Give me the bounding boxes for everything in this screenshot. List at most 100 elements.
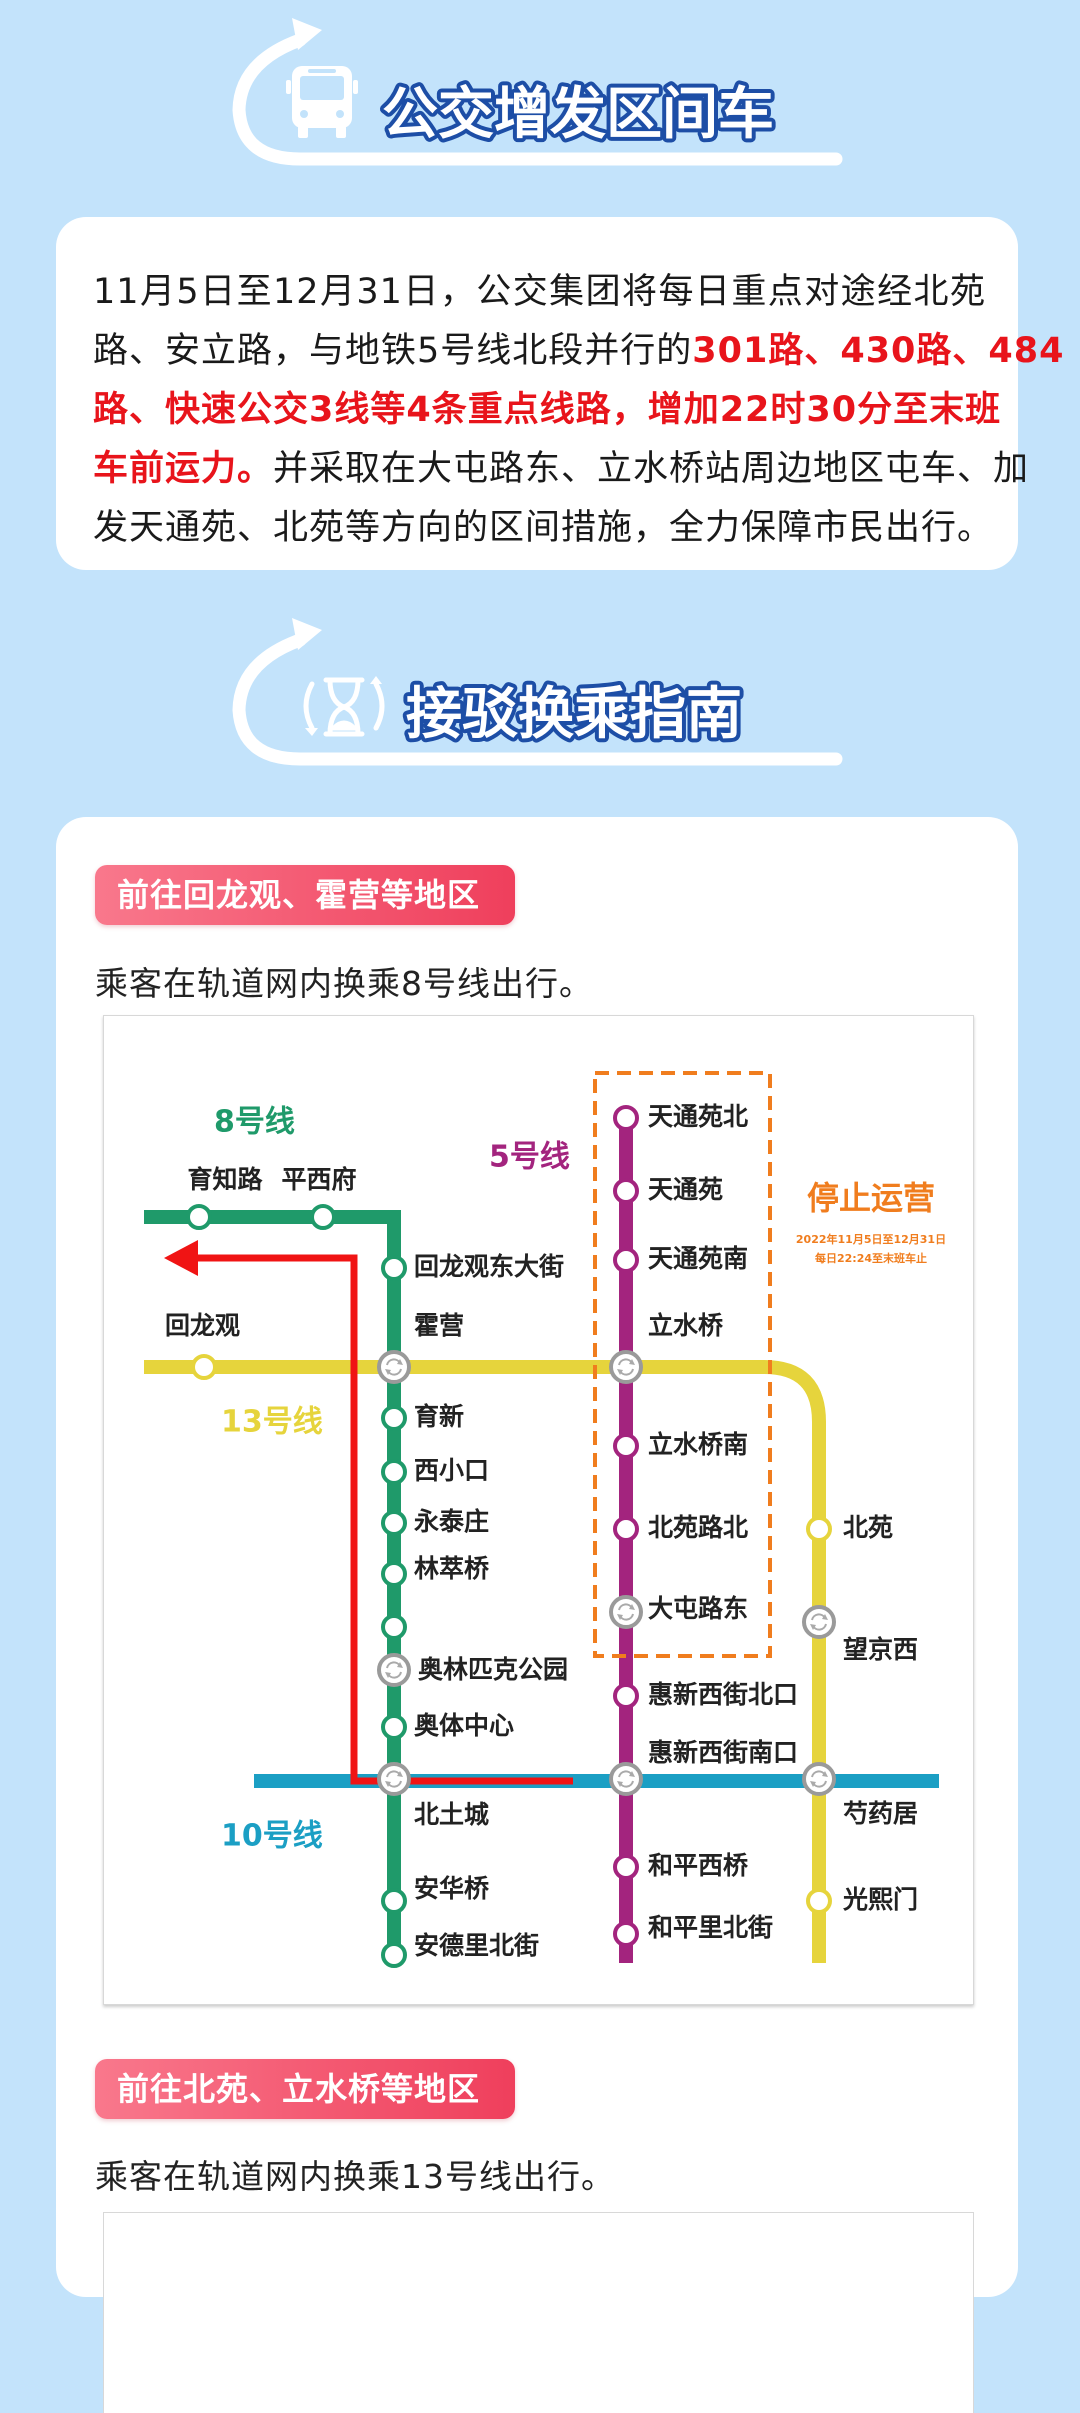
emphasis-text: 车前运力。 [93, 449, 274, 489]
interchange-icon-wangjingxi[interactable] [802, 1605, 836, 1639]
circular-arrow-icon [232, 618, 843, 766]
station-lincuiqiao[interactable] [381, 1561, 407, 1587]
station-tiantongyuanbei[interactable] [613, 1105, 639, 1131]
line8-track [144, 1210, 401, 1957]
station-label: 北苑 [843, 1513, 893, 1542]
station-label: 回龙观 [165, 1311, 240, 1340]
station-beiyuan[interactable] [806, 1516, 832, 1542]
suspension-date-range: 2022年11月5日至12月31日 [796, 1232, 946, 1246]
route-arrow-icon [164, 1240, 198, 1276]
station-label: 和平西桥 [648, 1851, 748, 1880]
line13-track [144, 1360, 826, 1963]
text-segment: 11月5日至12月31日，公交集团将每日重点对途经北苑 [93, 272, 986, 312]
station-label: 惠新西街北口 [648, 1680, 798, 1709]
paragraph-line: 11月5日至12月31日，公交集团将每日重点对途经北苑 [93, 263, 986, 322]
station-andelibeijie[interactable] [381, 1942, 407, 1968]
line8-label: 8号线 [214, 1105, 295, 1140]
text-segment: 发天通苑、北苑等方向的区间措施，全力保障市民出行。 [93, 508, 994, 548]
paragraph-line: 路、安立路，与地铁5号线北段并行的301路、430路、484 [93, 322, 1063, 381]
station-hepinglibeijie[interactable] [613, 1921, 639, 1947]
section2-header: 接驳换乘指南 [232, 618, 843, 766]
line10-label: 10号线 [221, 1819, 323, 1854]
transfer-guide-card: 前往回龙观、霍营等地区 乘客在轨道网内换乘8号线出行。 [56, 817, 1018, 2413]
station-label: 天通苑南 [648, 1244, 748, 1273]
guide-badge: 前往北苑、立水桥等地区 [95, 2059, 515, 2119]
station-tiantongyuannan[interactable] [613, 1247, 639, 1273]
station-label: 和平里北街 [648, 1913, 773, 1942]
line13-label: 13号线 [221, 1405, 323, 1440]
interchange-icon-lishuiqiao[interactable] [609, 1350, 643, 1384]
section2-title: 接驳换乘指南 [406, 682, 742, 747]
paragraph-line: 车前运力。并采取在大屯路东、立水桥站周边地区屯车、加 [93, 440, 1028, 499]
text-segment: 路、安立路，与地铁5号线北段并行的 [93, 331, 693, 371]
suspension-title: 停止运营 [807, 1179, 935, 1217]
station-label: 芍药居 [843, 1799, 918, 1828]
paragraph-line: 路、快速公交3线等4条重点线路，增加22时30分至末班 [93, 381, 1000, 440]
station-label: 林萃桥 [414, 1554, 489, 1583]
interchange-icon-aolinpikegongyuan[interactable] [377, 1653, 411, 1687]
station-anhuaqiao[interactable] [381, 1888, 407, 1914]
line5-label: 5号线 [489, 1140, 570, 1175]
station-label: 育新 [414, 1402, 464, 1431]
station-aotizhongxin[interactable] [381, 1714, 407, 1740]
station-lishuiqiaonan[interactable] [613, 1433, 639, 1459]
subway-map-2 [103, 2212, 974, 2413]
guide-description: 乘客在轨道网内换乘8号线出行。 [95, 964, 593, 1003]
emphasis-text: 301路、430路、484 [692, 331, 1065, 371]
emphasis-text: 路、快速公交3线等4条重点线路，增加22时30分至末班 [93, 390, 1002, 430]
guide-badge: 前往回龙观、霍营等地区 [95, 865, 515, 925]
station-pingxifu[interactable] [310, 1204, 336, 1230]
station-label: 立水桥 [648, 1311, 723, 1340]
station-beiyuanlubei[interactable] [613, 1516, 639, 1542]
subway-map-svg: 8号线 5号线 13号线 10号线 育知路 平西府 回龙观东大街 霍营 育新 西… [144, 1071, 946, 1968]
station-hepingxiqiao[interactable] [613, 1854, 639, 1880]
station-guangximen[interactable] [806, 1888, 832, 1914]
station-label: 天通苑 [648, 1175, 723, 1204]
station-label: 大屯路东 [648, 1594, 748, 1623]
station-label: 安华桥 [414, 1874, 489, 1903]
station-label: 安德里北街 [414, 1931, 539, 1960]
station-label: 霍营 [414, 1311, 464, 1340]
circular-arrow-icon [232, 18, 843, 166]
station-yongtaizhuang[interactable] [381, 1510, 407, 1536]
guide-description: 乘客在轨道网内换乘13号线出行。 [95, 2157, 615, 2196]
station-label: 奥体中心 [414, 1711, 514, 1740]
station-label: 永泰庄 [414, 1507, 489, 1536]
text-segment: 并采取在大屯路东、立水桥站周边地区屯车、加 [273, 449, 1030, 489]
subway-map: 8号线 5号线 13号线 10号线 育知路 平西府 回龙观东大街 霍营 育新 西… [103, 1015, 974, 2005]
station-huilongguan[interactable] [191, 1354, 217, 1380]
suspended-section-box [593, 1071, 772, 1658]
station-label: 惠新西街南口 [648, 1738, 798, 1767]
station-label: 北土城 [414, 1800, 489, 1829]
station-label: 奥林匹克公园 [418, 1655, 568, 1684]
bus-service-paragraph: 11月5日至12月31日，公交集团将每日重点对途经北苑 路、安立路，与地铁5号线… [93, 263, 1063, 558]
station-yuzhilu[interactable] [186, 1204, 212, 1230]
suspension-hours: 每日22:24至末班车止 [815, 1251, 927, 1265]
paragraph-line: 发天通苑、北苑等方向的区间措施，全力保障市民出行。 [93, 499, 992, 558]
station-label: 光熙门 [842, 1885, 918, 1914]
hourglass-transfer-icon [303, 676, 385, 737]
station-unnamed[interactable] [381, 1614, 407, 1640]
transfer-route-line [192, 1254, 573, 1785]
interchange-icon-huoying[interactable] [377, 1350, 411, 1384]
interchange-icon-beitucheng[interactable] [377, 1762, 411, 1796]
bus-service-card: 11月5日至12月31日，公交集团将每日重点对途经北苑 路、安立路，与地铁5号线… [56, 217, 1063, 570]
station-yuxin[interactable] [381, 1405, 407, 1431]
interchange-icon-datunludong[interactable] [609, 1595, 643, 1629]
station-label: 平西府 [281, 1165, 356, 1194]
station-label: 天通苑北 [648, 1102, 748, 1131]
station-label: 育知路 [187, 1165, 263, 1194]
station-tiantongyuan[interactable] [613, 1178, 639, 1204]
interchange-icon-shaoyaoju[interactable] [802, 1762, 836, 1796]
station-huilongguandongdajie[interactable] [381, 1255, 407, 1281]
section1-title: 公交增发区间车 [382, 82, 774, 147]
station-label: 回龙观东大街 [414, 1252, 564, 1281]
section1-header: 公交增发区间车 [232, 18, 843, 166]
station-xixiaokou[interactable] [381, 1459, 407, 1485]
station-label: 望京西 [843, 1635, 918, 1664]
interchange-icon-huixinxijienankou[interactable] [609, 1762, 643, 1796]
station-label: 西小口 [414, 1456, 489, 1485]
bus-icon [286, 66, 358, 138]
station-label: 北苑路北 [648, 1513, 748, 1542]
station-huixinxijiebeikou[interactable] [613, 1683, 639, 1709]
